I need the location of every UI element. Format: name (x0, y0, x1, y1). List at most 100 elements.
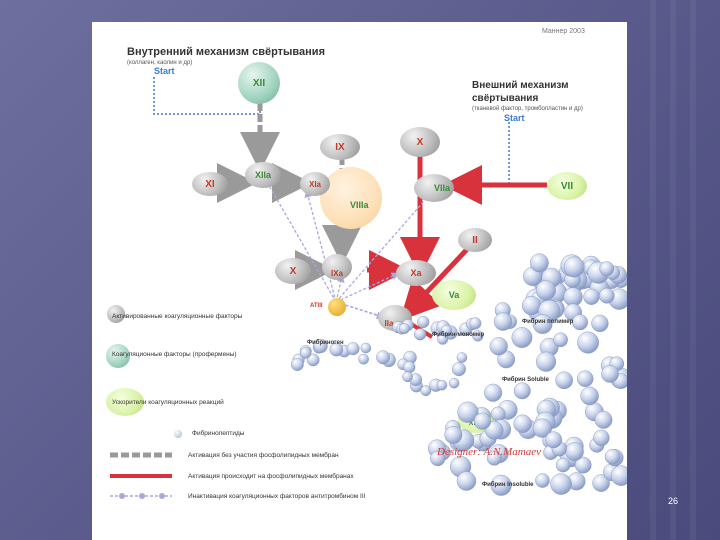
fibrin-ball (576, 370, 594, 387)
intrinsic-start: Start (154, 66, 175, 76)
fibrin-ball (456, 352, 468, 363)
fibrin-ball (440, 324, 453, 337)
fibrin-ball (414, 328, 427, 341)
fibrin-ball (594, 411, 613, 429)
fibrin-ball (536, 351, 557, 372)
factor-vii: VII (547, 172, 587, 200)
fibrin-ball (306, 353, 320, 367)
fibrin-ball (513, 382, 531, 400)
fibrin-ball (555, 371, 573, 390)
intrinsic-subtitle: (коллаген, каолин и др) (127, 60, 193, 66)
fibrin-ball (484, 420, 504, 440)
fibrin-ball (402, 360, 416, 374)
fibrin-ball (565, 442, 584, 461)
fibrin-ball (430, 450, 446, 467)
factor-x-left: X (275, 258, 311, 284)
fibrin-ball (601, 365, 619, 383)
designer-credit: Designer: A.N.Mamaev (437, 446, 541, 458)
legend-coag-swatch (106, 344, 130, 368)
fibrin-ball (490, 474, 512, 496)
legend-fibrinopeptides: Фибринопептиды (192, 430, 245, 437)
label-fibrinogen: Фибриноген (307, 340, 344, 346)
fibrin-mesh (290, 253, 627, 496)
fibrin-ball (376, 350, 391, 365)
fibrin-ball (472, 330, 484, 342)
extrinsic-subtitle: (тканевой фактор, тромбопластин и др) (472, 106, 583, 112)
fibrin-ball (563, 256, 585, 278)
fibrin-ball (329, 342, 344, 357)
label-fibrin-monomer: Фибрин-мономер (432, 332, 485, 338)
factor-va: Va (432, 280, 476, 310)
arrow-ii-iia (399, 242, 474, 321)
fibrin-ball (358, 353, 369, 365)
extrinsic-title-1: Внешний механизм (472, 80, 569, 91)
fibrin-ball (360, 342, 372, 354)
legend-activated: Активированные коагуляционные факторы (112, 313, 243, 320)
fibrin-ball (402, 371, 413, 383)
factor-viiia: VIIIa (350, 200, 369, 210)
fibrin-ball (532, 418, 552, 438)
fibrin-ball (532, 314, 553, 334)
fibrin-ball (555, 457, 571, 473)
legend-grey-text: Активация без участия фосфолипидных мемб… (188, 452, 339, 459)
fibrin-ball (610, 465, 627, 486)
page-number: 26 (667, 496, 678, 506)
fibrin-ball (493, 312, 513, 331)
fibrin-ball (553, 332, 568, 348)
fibrin-ball (535, 473, 550, 488)
start-dotted-lines (153, 77, 510, 187)
accelerator-blob-viiia (320, 167, 382, 229)
fibrin-ball (598, 287, 615, 304)
fibrin-ball (456, 471, 477, 491)
factor-viia: VIIa (414, 174, 454, 202)
fibrin-ball (583, 288, 600, 305)
fibrin-ball (571, 314, 588, 331)
legend-accelerators: Ускорители коагуляционных реакций (112, 399, 224, 406)
fibrin-ball (448, 377, 460, 389)
fibrin-ball (484, 383, 503, 402)
fibrin-ball (545, 431, 563, 449)
fibrin-ball (591, 314, 609, 332)
slide-canvas: Маннер 2003 Внутренний механизм свёртыва… (92, 22, 627, 540)
legend-accel-swatch (106, 388, 144, 416)
label-fibrin-soluble: Фибрин Soluble (502, 377, 549, 383)
extrinsic-title-2: свёртывания (472, 93, 539, 104)
fibrin-ball (417, 315, 430, 329)
fibrin-ball (592, 474, 610, 492)
fibrin-ball (436, 379, 448, 391)
fibrin-ball (489, 337, 508, 356)
fibrin-ball (574, 456, 592, 474)
factor-xia: XIa (300, 172, 330, 196)
label-fibrin-insoluble: Фибрин Insoluble (482, 482, 534, 488)
factor-atiii-label: ATIII (310, 303, 323, 309)
intrinsic-title: Внутренний механизм свёртывания (127, 46, 325, 58)
legend-red-text: Активация происходит на фосфолипидных ме… (188, 473, 354, 480)
fibrin-ball (290, 358, 304, 371)
legend-fibrinopeptide-dot (174, 430, 182, 438)
fibrin-ball (469, 317, 482, 330)
fibrin-ball (530, 253, 549, 273)
fibrin-ball (451, 362, 466, 377)
legend-blue-text: Инактивация коагуляционных факторов анти… (188, 493, 366, 500)
fibrin-ball (490, 406, 506, 422)
fibrin-ball (444, 425, 463, 444)
fibrin-ball (299, 347, 312, 359)
fibrin-ball (313, 338, 328, 354)
factor-x-top: X (400, 127, 440, 157)
extrinsic-start: Start (504, 113, 525, 123)
top-right-note: Маннер 2003 (542, 28, 585, 35)
fibrin-ball (580, 386, 599, 406)
factor-ixa: IXa (322, 254, 352, 280)
factor-ix: IX (320, 134, 360, 160)
factor-atiii (328, 298, 346, 316)
fibrin-ball (563, 287, 583, 307)
fibrin-ball (577, 331, 599, 354)
fibrin-ball (486, 450, 502, 466)
fibrin-ball (535, 280, 556, 301)
factor-xa: Xa (396, 260, 436, 286)
factor-xiia: XIIa (245, 162, 281, 188)
factor-ii: II (458, 228, 492, 252)
fibrin-ball (511, 327, 533, 348)
fibrin-ball (420, 385, 432, 397)
factor-xi: XI (192, 172, 228, 196)
